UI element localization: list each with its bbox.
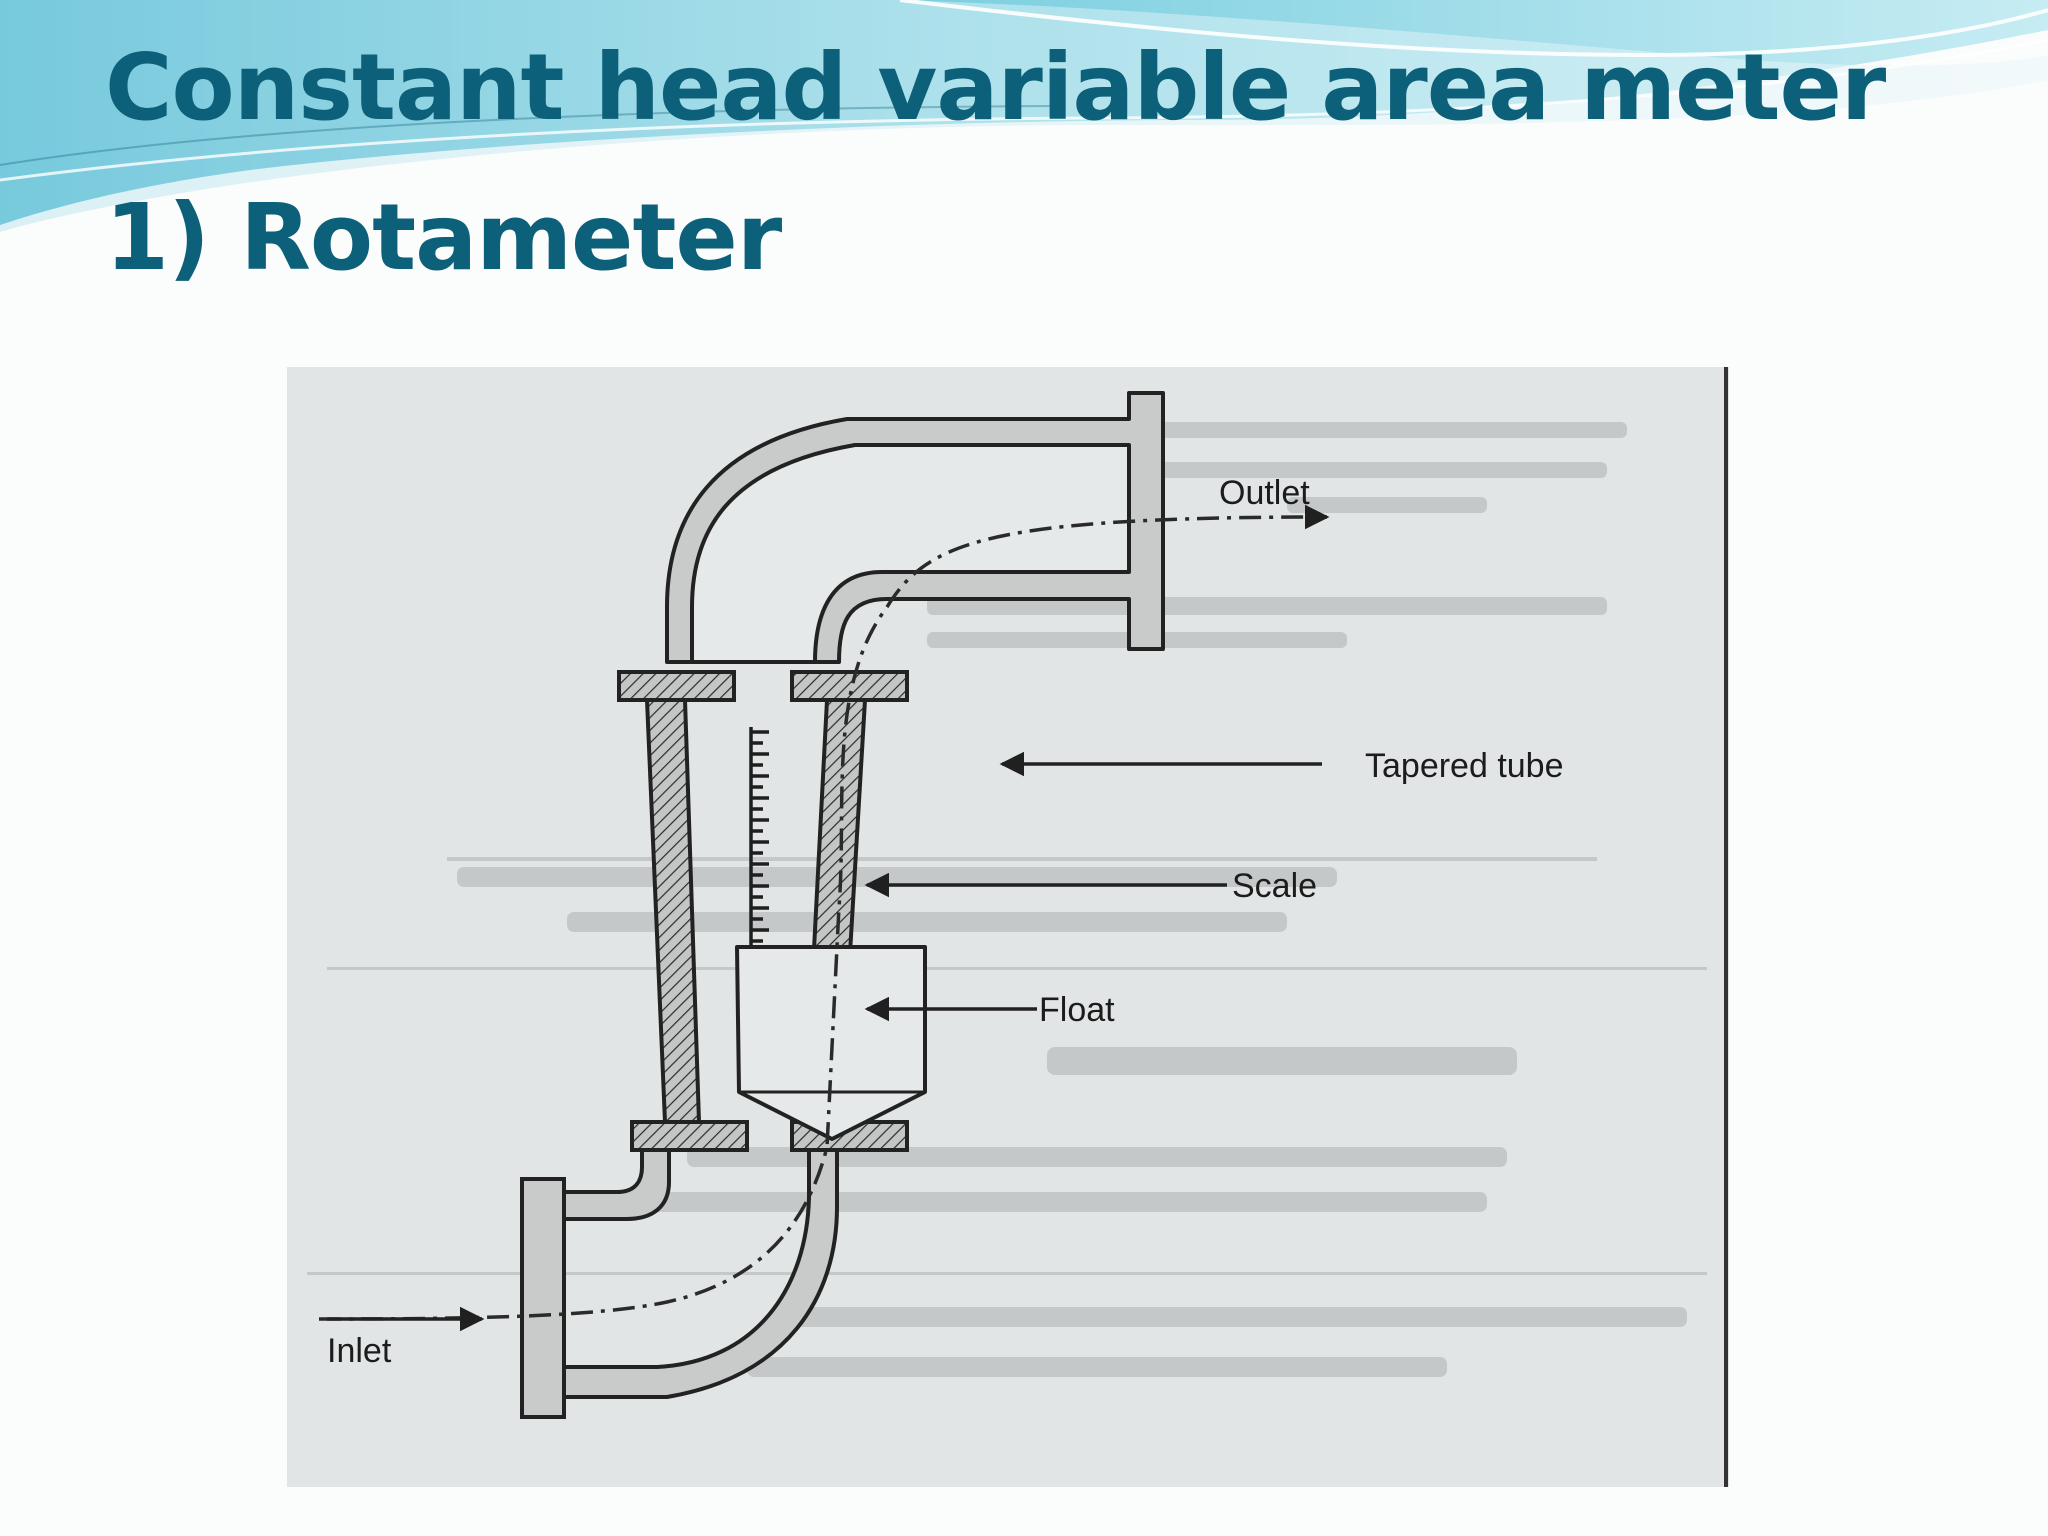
upper-flange-right bbox=[790, 670, 909, 702]
lower-flange-left bbox=[630, 1120, 749, 1152]
label-float: Float bbox=[1039, 991, 1115, 1029]
label-outlet: Outlet bbox=[1219, 474, 1310, 512]
flow-path bbox=[318, 504, 1330, 1321]
header-wave-decoration bbox=[0, 0, 2048, 232]
rotameter-diagram: Outlet Tapered tube Scale Float Inlet bbox=[287, 367, 1729, 1487]
label-inlet: Inlet bbox=[327, 1332, 392, 1370]
slide-subtitle: 1) Rotameter bbox=[105, 184, 782, 291]
upper-flange-left bbox=[617, 670, 736, 702]
slide-title: Constant head variable area meter bbox=[105, 34, 1886, 141]
outlet-elbow bbox=[665, 391, 1165, 664]
label-tapered-tube: Tapered tube bbox=[1365, 747, 1564, 785]
inlet-flange bbox=[520, 1177, 566, 1419]
label-scale: Scale bbox=[1232, 867, 1317, 905]
